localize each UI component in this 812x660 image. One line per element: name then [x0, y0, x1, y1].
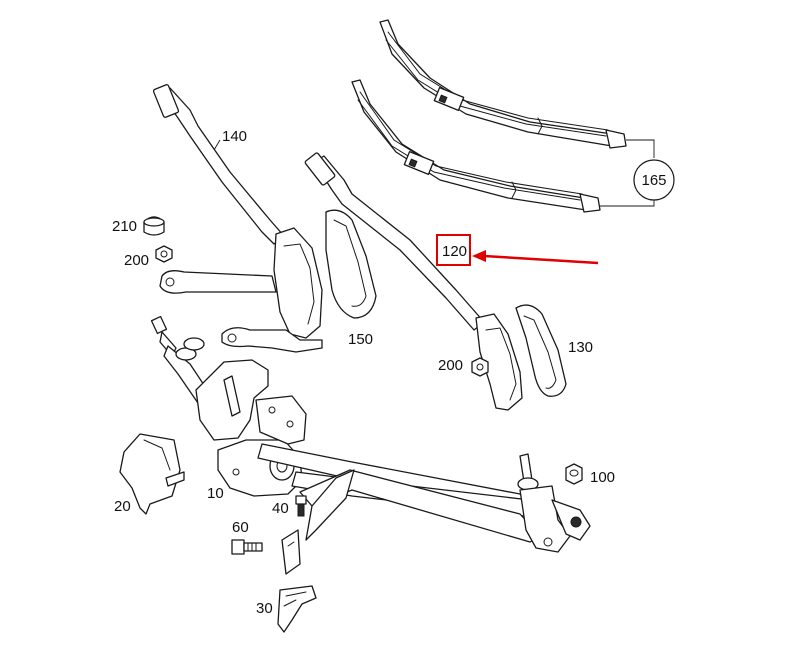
callout-10: 10	[207, 485, 224, 502]
callout-165: 165	[600, 139, 675, 207]
bolt-60[interactable]	[231, 539, 263, 555]
callout-label-10: 10	[207, 485, 224, 502]
bolt-40[interactable]	[295, 495, 307, 517]
nut-200-left[interactable]	[155, 245, 173, 263]
callout-label-100: 100	[590, 469, 615, 486]
highlight-arrow	[483, 254, 599, 265]
callout-label-200-right: 200	[438, 357, 463, 374]
arm-cover-130[interactable]	[515, 304, 567, 397]
callout-label-40: 40	[272, 500, 289, 517]
crank-arm-left[interactable]	[159, 270, 277, 294]
wiper-linkage-assembly[interactable]	[150, 315, 591, 553]
bracket-lower[interactable]	[281, 529, 301, 575]
callout-120: 120	[442, 243, 467, 260]
callout-label-140: 140	[222, 128, 247, 145]
callout-140: 140	[213, 128, 247, 151]
callout-label-210: 210	[112, 218, 137, 235]
callout-20: 20	[114, 498, 131, 515]
wiper-arm-140[interactable]	[152, 84, 323, 339]
nut-100[interactable]	[565, 463, 583, 485]
arm-cover-150[interactable]	[325, 209, 377, 319]
callout-label-130: 130	[568, 339, 593, 356]
cap-210[interactable]	[143, 216, 165, 236]
cover-20[interactable]	[119, 433, 185, 515]
highlight-120	[436, 234, 599, 266]
highlight-arrowhead	[472, 250, 486, 262]
nut-200-right[interactable]	[471, 357, 489, 377]
callout-label-150: 150	[348, 331, 373, 348]
callout-200-left: 200	[124, 252, 149, 269]
wiper-blade-upper[interactable]	[379, 19, 627, 149]
callout-40: 40	[272, 500, 289, 517]
callout-200-right: 200	[438, 357, 463, 374]
callout-label-120: 120	[442, 243, 467, 260]
callout-210: 210	[112, 218, 137, 235]
callout-100: 100	[590, 469, 615, 486]
wiper-blade-lower[interactable]	[351, 79, 601, 213]
callout-label-30: 30	[256, 600, 273, 617]
callout-label-165: 165	[641, 172, 666, 189]
callout-150: 150	[348, 331, 373, 348]
callout-label-60: 60	[232, 519, 249, 536]
callout-130: 130	[568, 339, 593, 356]
highlight-box	[436, 234, 471, 266]
wiper-arm-120[interactable]	[304, 152, 523, 411]
bracket-30[interactable]	[277, 585, 317, 633]
callout-label-20: 20	[114, 498, 131, 515]
callout-30: 30	[256, 600, 273, 617]
crank-arm-lower[interactable]	[221, 327, 323, 353]
callout-label-200-left: 200	[124, 252, 149, 269]
callout-60: 60	[232, 519, 249, 536]
